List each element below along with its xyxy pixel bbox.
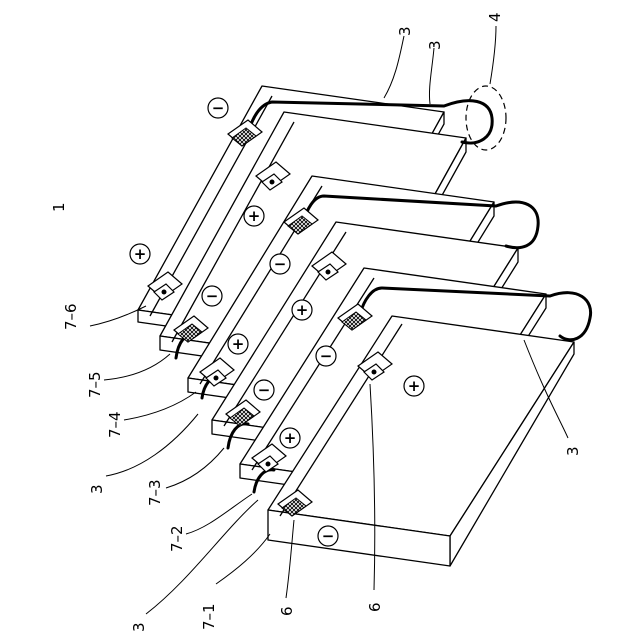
plus-symbol: + xyxy=(280,428,300,448)
label-3: 3 xyxy=(88,484,106,494)
label-4: 4 xyxy=(486,12,504,22)
minus-symbol: − xyxy=(318,526,338,546)
plus-symbol: + xyxy=(292,300,312,320)
label-6: 6 xyxy=(366,602,384,612)
svg-text:+: + xyxy=(248,207,261,225)
figure-number: 1 xyxy=(50,202,68,212)
svg-text:−: − xyxy=(212,99,225,117)
plus-symbol: + xyxy=(130,244,150,264)
svg-text:+: + xyxy=(408,377,421,395)
svg-text:+: + xyxy=(296,301,309,319)
svg-text:−: − xyxy=(320,347,333,365)
label-3: 3 xyxy=(396,26,414,36)
svg-text:+: + xyxy=(284,429,297,447)
label-7-1: 7–1 xyxy=(200,603,218,630)
label-3: 3 xyxy=(426,40,444,50)
label-6: 6 xyxy=(278,606,296,616)
minus-symbol: − xyxy=(202,286,222,306)
minus-symbol: − xyxy=(208,98,228,118)
label-7-2: 7–2 xyxy=(168,525,186,552)
label-7-4: 7–4 xyxy=(106,411,124,438)
minus-symbol: − xyxy=(316,346,336,366)
svg-text:−: − xyxy=(258,381,271,399)
svg-text:−: − xyxy=(274,255,287,273)
svg-text:−: − xyxy=(206,287,219,305)
plus-symbol: + xyxy=(244,206,264,226)
loop-marker-ellipse xyxy=(466,86,506,150)
label-7-3: 7–3 xyxy=(146,479,164,506)
svg-text:−: − xyxy=(322,527,335,545)
plus-symbol: + xyxy=(404,376,424,396)
plus-symbol: + xyxy=(228,334,248,354)
label-3: 3 xyxy=(564,446,582,456)
label-7-6: 7–6 xyxy=(62,303,80,330)
svg-text:+: + xyxy=(134,245,147,263)
minus-symbol: − xyxy=(254,380,274,400)
label-7-5: 7–5 xyxy=(86,371,104,398)
svg-text:+: + xyxy=(232,335,245,353)
minus-symbol: − xyxy=(270,254,290,274)
label-3: 3 xyxy=(130,622,148,632)
